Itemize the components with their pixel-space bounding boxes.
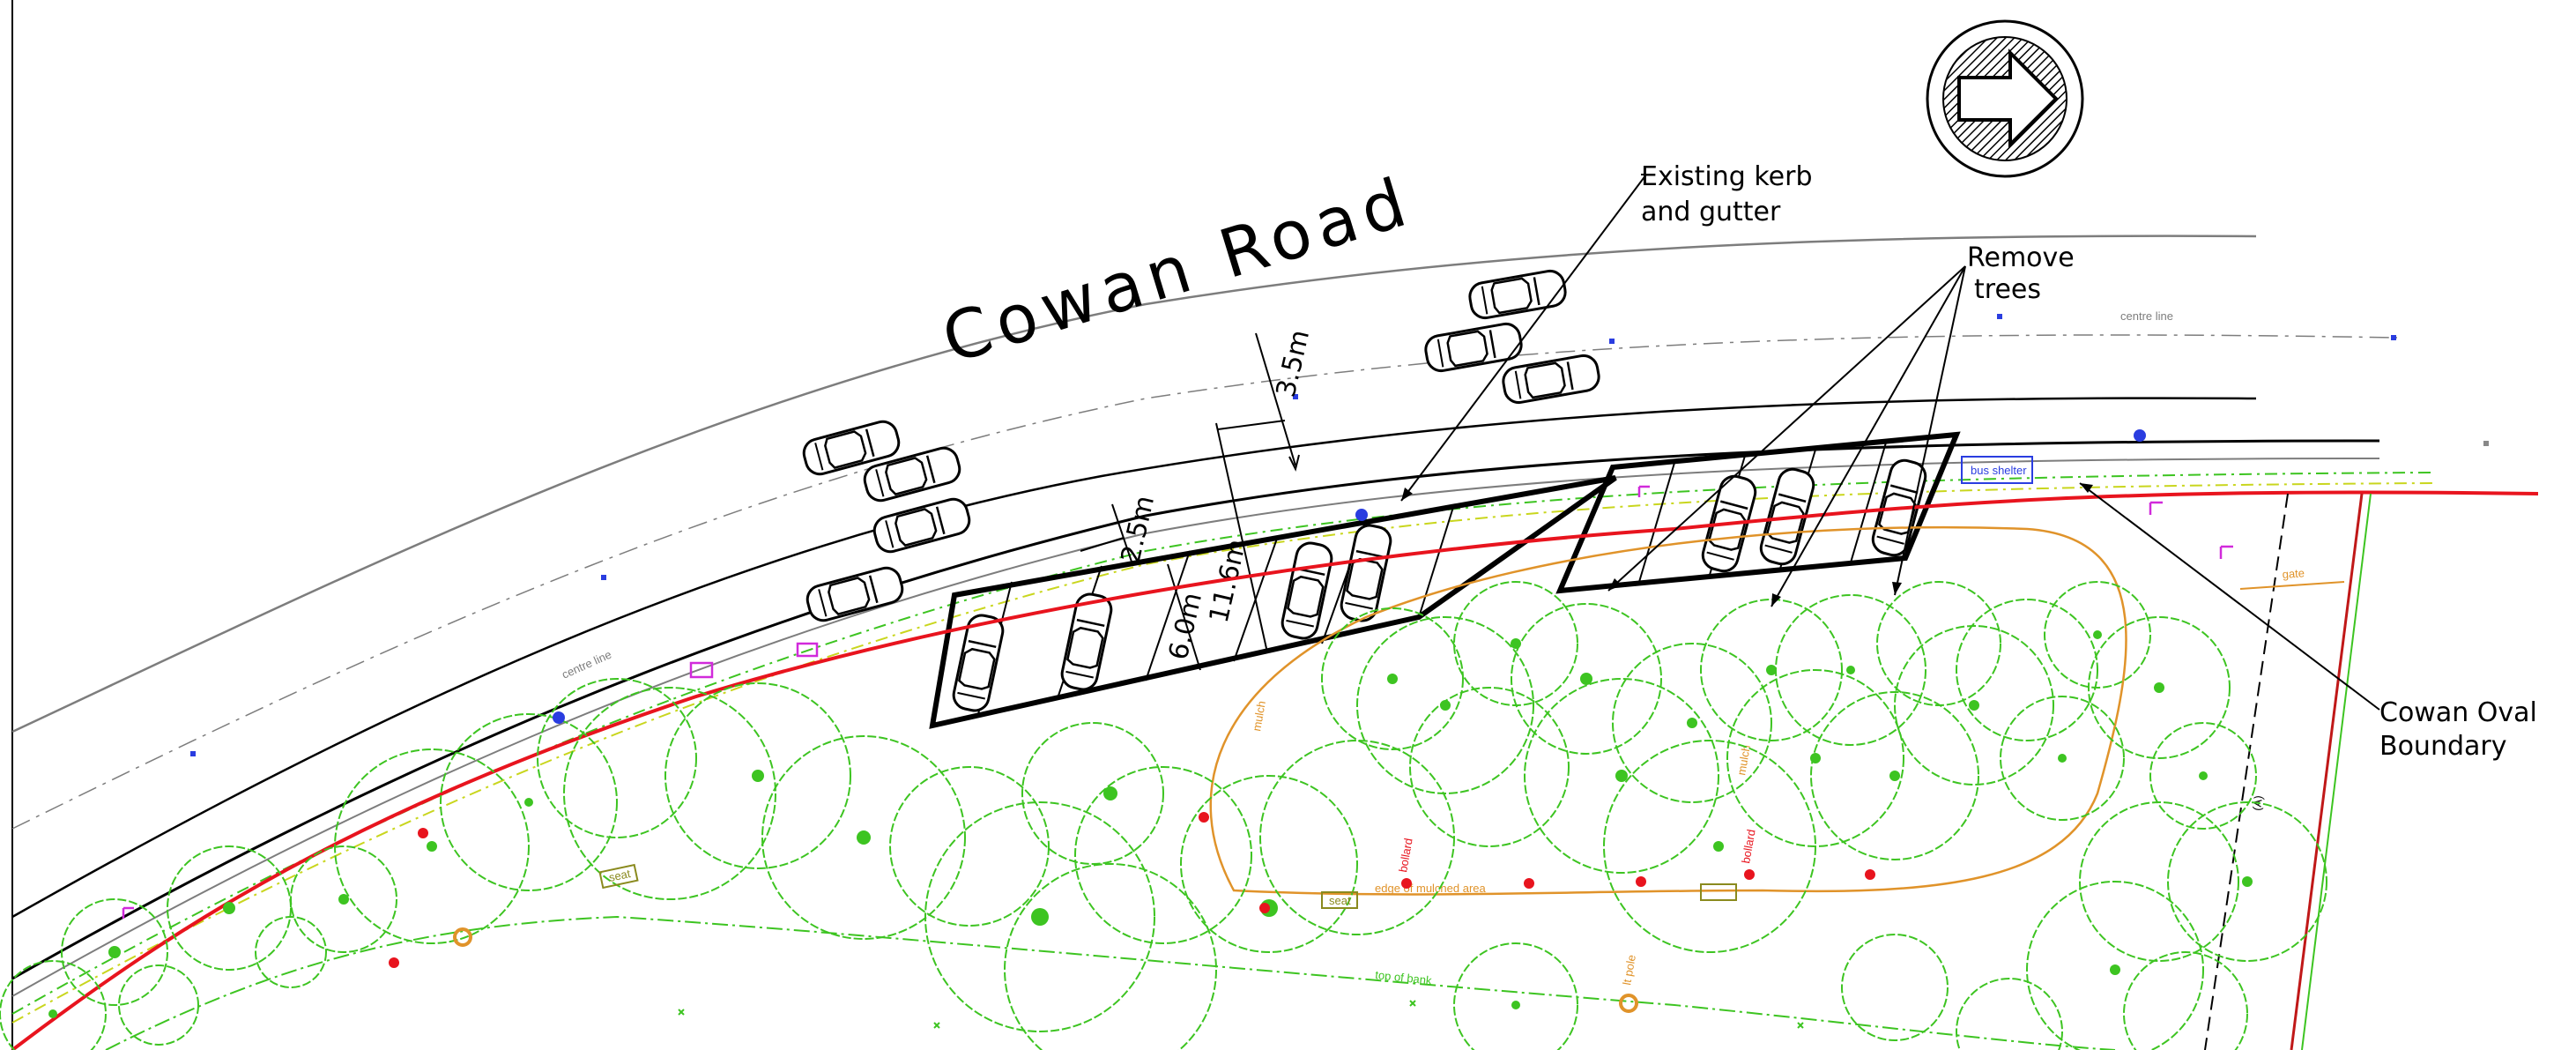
boundary-east-line [2290, 493, 2364, 1050]
mulch-label: mulch [1250, 700, 1268, 733]
bollard-label-east: bollard [1739, 828, 1758, 864]
mulched-area-edge [1209, 525, 2127, 896]
road-linework [11, 235, 2433, 1024]
bus-shelter-label: bus shelter [1971, 464, 2027, 477]
dimension-lines [1080, 332, 1300, 671]
road-survey-points [190, 314, 2489, 756]
light-pole-icon [1619, 994, 1638, 1013]
dimension-bay-depth: 6.0m [1163, 590, 1208, 663]
utility-poles [553, 429, 2146, 724]
kerb-and-gutter [11, 439, 2380, 980]
dimension-lane-width: 3.5m [1271, 327, 1316, 400]
centre-line [11, 334, 2398, 830]
tree-trunks [48, 630, 2253, 1018]
gate-line [2239, 581, 2345, 590]
seat-label: seat [608, 867, 633, 884]
survey-marks [678, 1000, 1804, 1029]
boundary-east-line-green [2301, 493, 2372, 1050]
mulched-area-label: edge of mulched area [1375, 882, 1487, 895]
tree-canopies [0, 581, 2327, 1050]
gate-label: gate [2282, 566, 2305, 581]
mulch-label-east: mulch [1734, 744, 1753, 777]
section-line-a [2204, 493, 2289, 1050]
seat-label-east: seat [1329, 894, 1351, 907]
centre-line-label: centre line [2120, 309, 2173, 323]
callout-arrowheads [1401, 483, 2093, 607]
bollards [389, 812, 1875, 968]
kerb-inner-line [11, 458, 2380, 997]
north-arrow-icon [1926, 19, 2084, 178]
callout-oval-line1: Cowan Oval [2379, 697, 2537, 728]
callout-lines [1400, 174, 2380, 711]
light-pole-icon [453, 927, 472, 947]
oval-boundary [11, 490, 2539, 1050]
dimension-bay-width: 2.5m [1116, 493, 1161, 566]
signs [122, 485, 2233, 919]
car-icon [1466, 267, 1570, 322]
top-of-bank-line [105, 915, 2116, 1050]
parking-bay-east [1555, 431, 1961, 594]
car-icon [1422, 320, 1526, 375]
callout-trees-line2: trees [1974, 274, 2041, 305]
parking-bay-west [929, 475, 1617, 729]
callout-kerb-line2: and gutter [1641, 197, 1781, 227]
light-pole-label: lt pole [1620, 954, 1638, 987]
road-name: Cowan Road [933, 161, 1421, 378]
car-icon [1499, 352, 1603, 406]
callout-trees-line1: Remove [1967, 242, 2075, 273]
car-icon [1278, 539, 1336, 643]
car-icon [870, 495, 974, 556]
far-road-edge [11, 235, 2257, 734]
callout-kerb-line1: Existing kerb [1641, 161, 1813, 192]
bollard-label: bollard [1396, 837, 1415, 873]
near-road-edge [11, 397, 2257, 919]
callout-oval-line2: Boundary [2379, 731, 2506, 762]
bus-shelter [1961, 456, 2033, 484]
top-of-bank-label: top of bank [1375, 968, 1433, 987]
centre-line-label-west: centre line [560, 648, 613, 681]
light-poles [453, 927, 1638, 1013]
seats [598, 863, 1737, 909]
